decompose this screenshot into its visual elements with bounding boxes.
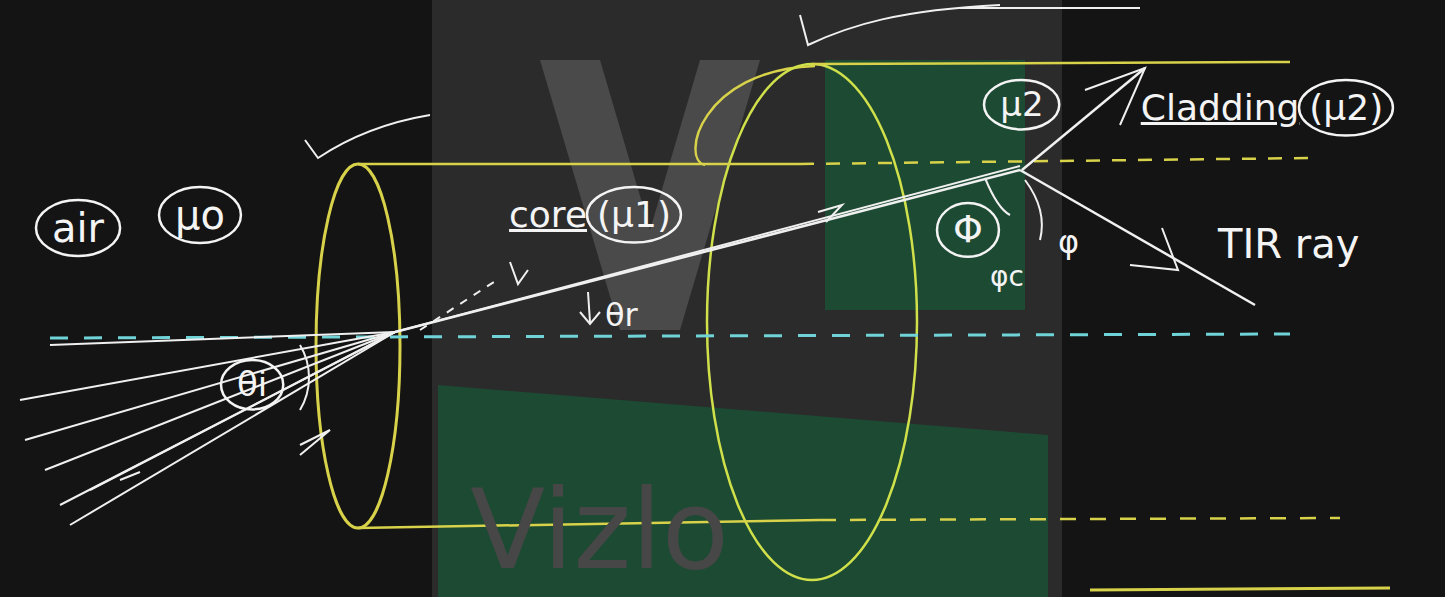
heading-text: Cladding	[1141, 88, 1300, 128]
symbol-text: μ2	[1000, 86, 1043, 123]
heading-text: core	[509, 195, 587, 235]
symbol-text: (μ2)	[1309, 88, 1383, 128]
symbol-text: Φ	[953, 209, 983, 251]
circled-label: air	[34, 198, 122, 258]
symbol-text: θi	[237, 366, 267, 403]
symbol-text: μo	[175, 193, 225, 237]
circled-label: θi	[219, 358, 285, 411]
circled-label: μo	[157, 185, 243, 245]
angle-label: θr	[605, 298, 638, 333]
circled-label: Cladding(μ2)	[1123, 80, 1401, 136]
circled-label: Φ	[935, 201, 1001, 259]
watermark: Vizlo	[470, 470, 729, 591]
circled-label: core(μ1)	[491, 187, 689, 243]
symbol-text: (μ1)	[597, 195, 671, 235]
angle-label: φ	[1058, 225, 1079, 260]
circled-label: μ2	[982, 78, 1061, 131]
symbol-text: air	[52, 206, 104, 250]
angle-label: φc	[990, 262, 1024, 293]
angle-label: TIR ray	[1218, 222, 1359, 266]
